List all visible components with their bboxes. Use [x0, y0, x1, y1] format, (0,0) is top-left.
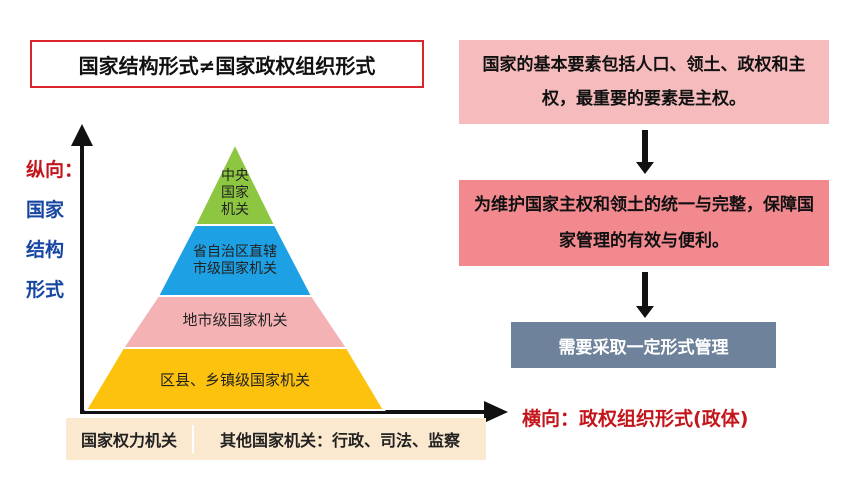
pyramid-level-county: [84, 347, 386, 411]
vertical-axis-line-3: 形式: [26, 279, 65, 301]
horizontal-axis-label-suffix: (政体): [693, 408, 749, 430]
pyramid-label-line: 国家: [221, 185, 249, 201]
down-arrow-icon: [636, 130, 654, 174]
pyramid-label-provincial: 省自治区直辖 市级国家机关: [165, 244, 305, 278]
horizontal-axis-label: 横向：政权组织形式(政体): [522, 404, 748, 431]
pyramid-label-prefecture: 地市级国家机关: [140, 312, 330, 329]
horizontal-axis-label-main: 横向：政权组织形式: [522, 408, 694, 430]
pyramid-label-line: 中央: [221, 168, 249, 184]
page-title: 国家结构形式≠国家政权组织形式: [30, 40, 424, 88]
base-divider: [192, 425, 194, 453]
pyramid-label-county: 区县、乡镇级国家机关: [110, 372, 360, 389]
vertical-axis-arrowhead: [71, 124, 93, 146]
base-label-other-organs: 其他国家机关：行政、司法、监察: [219, 431, 460, 450]
vertical-axis-prefix: 纵向：: [26, 159, 84, 181]
base-bar: 国家权力机关 其他国家机关：行政、司法、监察: [66, 418, 486, 460]
vertical-axis-line-1: 国家: [26, 199, 65, 221]
pyramid-label-line: 市级国家机关: [193, 261, 277, 277]
info-box-management: 需要采取一定形式管理: [511, 322, 776, 368]
info-box-basic-elements: 国家的基本要素包括人口、领土、政权和主权，最重要的要素是主权。: [459, 40, 829, 124]
pyramid-label-line: 区县、乡镇级国家机关: [159, 371, 310, 389]
pyramid-label-line: 地市级国家机关: [182, 311, 288, 329]
down-arrow-icon: [636, 272, 654, 318]
pyramid-label-line: 省自治区直辖: [193, 244, 277, 260]
info-box-sovereignty: 为维护国家主权和领土的统一与完整，保障国家管理的有效与便利。: [459, 180, 829, 266]
horizontal-axis-arrowhead: [484, 401, 508, 423]
vertical-axis-line-2: 结构: [26, 239, 65, 261]
base-label-power-organs: 国家权力机关: [80, 431, 177, 450]
pyramid-label-line: 机关: [221, 202, 249, 218]
pyramid-label-central: 中央 国家 机关: [205, 168, 265, 219]
